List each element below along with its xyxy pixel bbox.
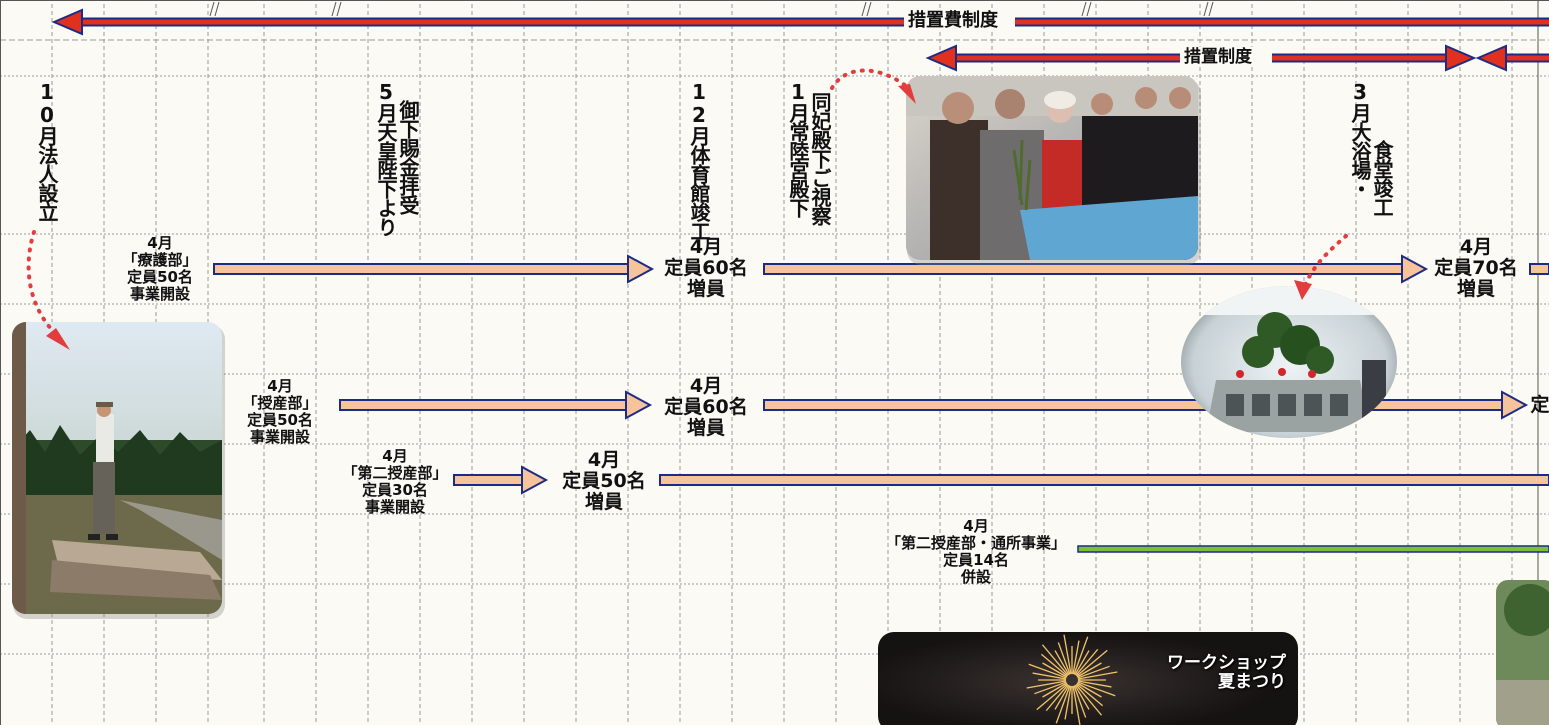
event-foundation: 10月法人設立: [35, 80, 59, 221]
firework-ray: [1075, 648, 1099, 676]
note-dai2-50: 4月 定員50名 増員: [562, 449, 646, 513]
ryogo-arrows: [213, 254, 1549, 284]
right-edge-photo: [1496, 580, 1549, 725]
jusan-arrows: [339, 390, 1529, 420]
firework-ray: [1074, 684, 1090, 710]
firework-ray: [1076, 682, 1102, 698]
sochi-seido-label: 措置制度: [1181, 47, 1255, 67]
firework-ray: [1040, 653, 1068, 677]
tsusho-line: [1077, 545, 1549, 553]
firework-ray: [1077, 665, 1110, 679]
firework-ray: [1063, 634, 1072, 675]
event-bath-line2: 食堂竣工: [1370, 140, 1394, 216]
firework-ray: [1064, 685, 1072, 720]
note-ryogo-70: 4月 定員70名 増員: [1434, 236, 1518, 300]
firework-ray: [1054, 650, 1070, 676]
note-jusan-60: 4月 定員60名 増員: [664, 375, 748, 439]
axis-break-marks: [209, 1, 1214, 17]
firework-ray: [1077, 671, 1118, 680]
connector-arrowhead: [898, 84, 916, 104]
event-bath-line1: 3月大浴場・: [1348, 80, 1372, 198]
connector-arrowhead: [46, 328, 70, 350]
note-ryogo-60: 4月 定員60名 増員: [664, 236, 748, 300]
note-dai2-start: 4月 「第二授産部」 定員30名 事業開設: [342, 447, 448, 516]
firework-ray: [1077, 681, 1116, 697]
sochihi-seido-label: 措置費制度: [905, 11, 1001, 31]
firework-ray: [1026, 680, 1067, 689]
firework-ray: [1076, 649, 1108, 677]
firework-ray: [1072, 640, 1080, 675]
firework-ray: [1073, 636, 1089, 675]
note-jusan-start: 4月 「授産部」 定員50名 事業開設: [242, 377, 318, 446]
firework-ray: [1076, 662, 1102, 678]
top-timeline-arrow: [51, 8, 1549, 36]
festival-caption: ワークショップ 夏まつり: [1167, 653, 1286, 692]
event-donation-line1: 5月天皇陛下より: [374, 80, 398, 236]
festival-photo: [878, 632, 1298, 725]
connector-arrowhead: [1294, 280, 1312, 300]
firework-ray: [1054, 684, 1070, 710]
firework-ray: [1075, 684, 1103, 716]
event-royal-visit-line1: 1月常陸宮殿下: [786, 80, 810, 217]
dai2-jusan-arrows: [453, 465, 1549, 495]
firework-ray: [1041, 644, 1069, 676]
note-ryogo-start: 4月 「療護部」 定員50名 事業開設: [122, 234, 198, 303]
firework-ray: [1036, 683, 1068, 711]
note-tsusho: 4月 「第二授産部・通所事業」 定員14名 併設: [885, 517, 1066, 586]
firework-ray: [1074, 650, 1090, 676]
firework-ray: [1042, 682, 1068, 698]
second-timeline-arrow: [925, 44, 1549, 72]
firework-ray: [1042, 662, 1068, 678]
event-royal-visit-line2: 同妃殿下ご視察: [808, 92, 832, 225]
note-jusan-cut: 定: [1530, 394, 1549, 416]
dining-hall-photo: [1181, 286, 1397, 438]
founder-photo: [12, 322, 225, 619]
firework-ray: [1028, 663, 1067, 679]
photo-connectors: [26, 68, 1348, 338]
firework-ray: [1032, 672, 1067, 680]
firework-ray: [1034, 681, 1067, 695]
event-donation-line2: 御下賜金拝受: [396, 100, 420, 214]
firework-ray: [1055, 685, 1071, 724]
firework-ray: [1073, 685, 1087, 718]
firework-burst: [1026, 634, 1118, 725]
firework-ray: [1057, 642, 1071, 675]
firework-ray: [1076, 683, 1104, 707]
event-gymnasium: 12月体育館竣工: [687, 80, 711, 240]
firework-ray: [1072, 685, 1081, 725]
firework-ray: [1077, 680, 1112, 688]
firework-ray: [1045, 684, 1069, 712]
visit-photo: [906, 76, 1201, 265]
